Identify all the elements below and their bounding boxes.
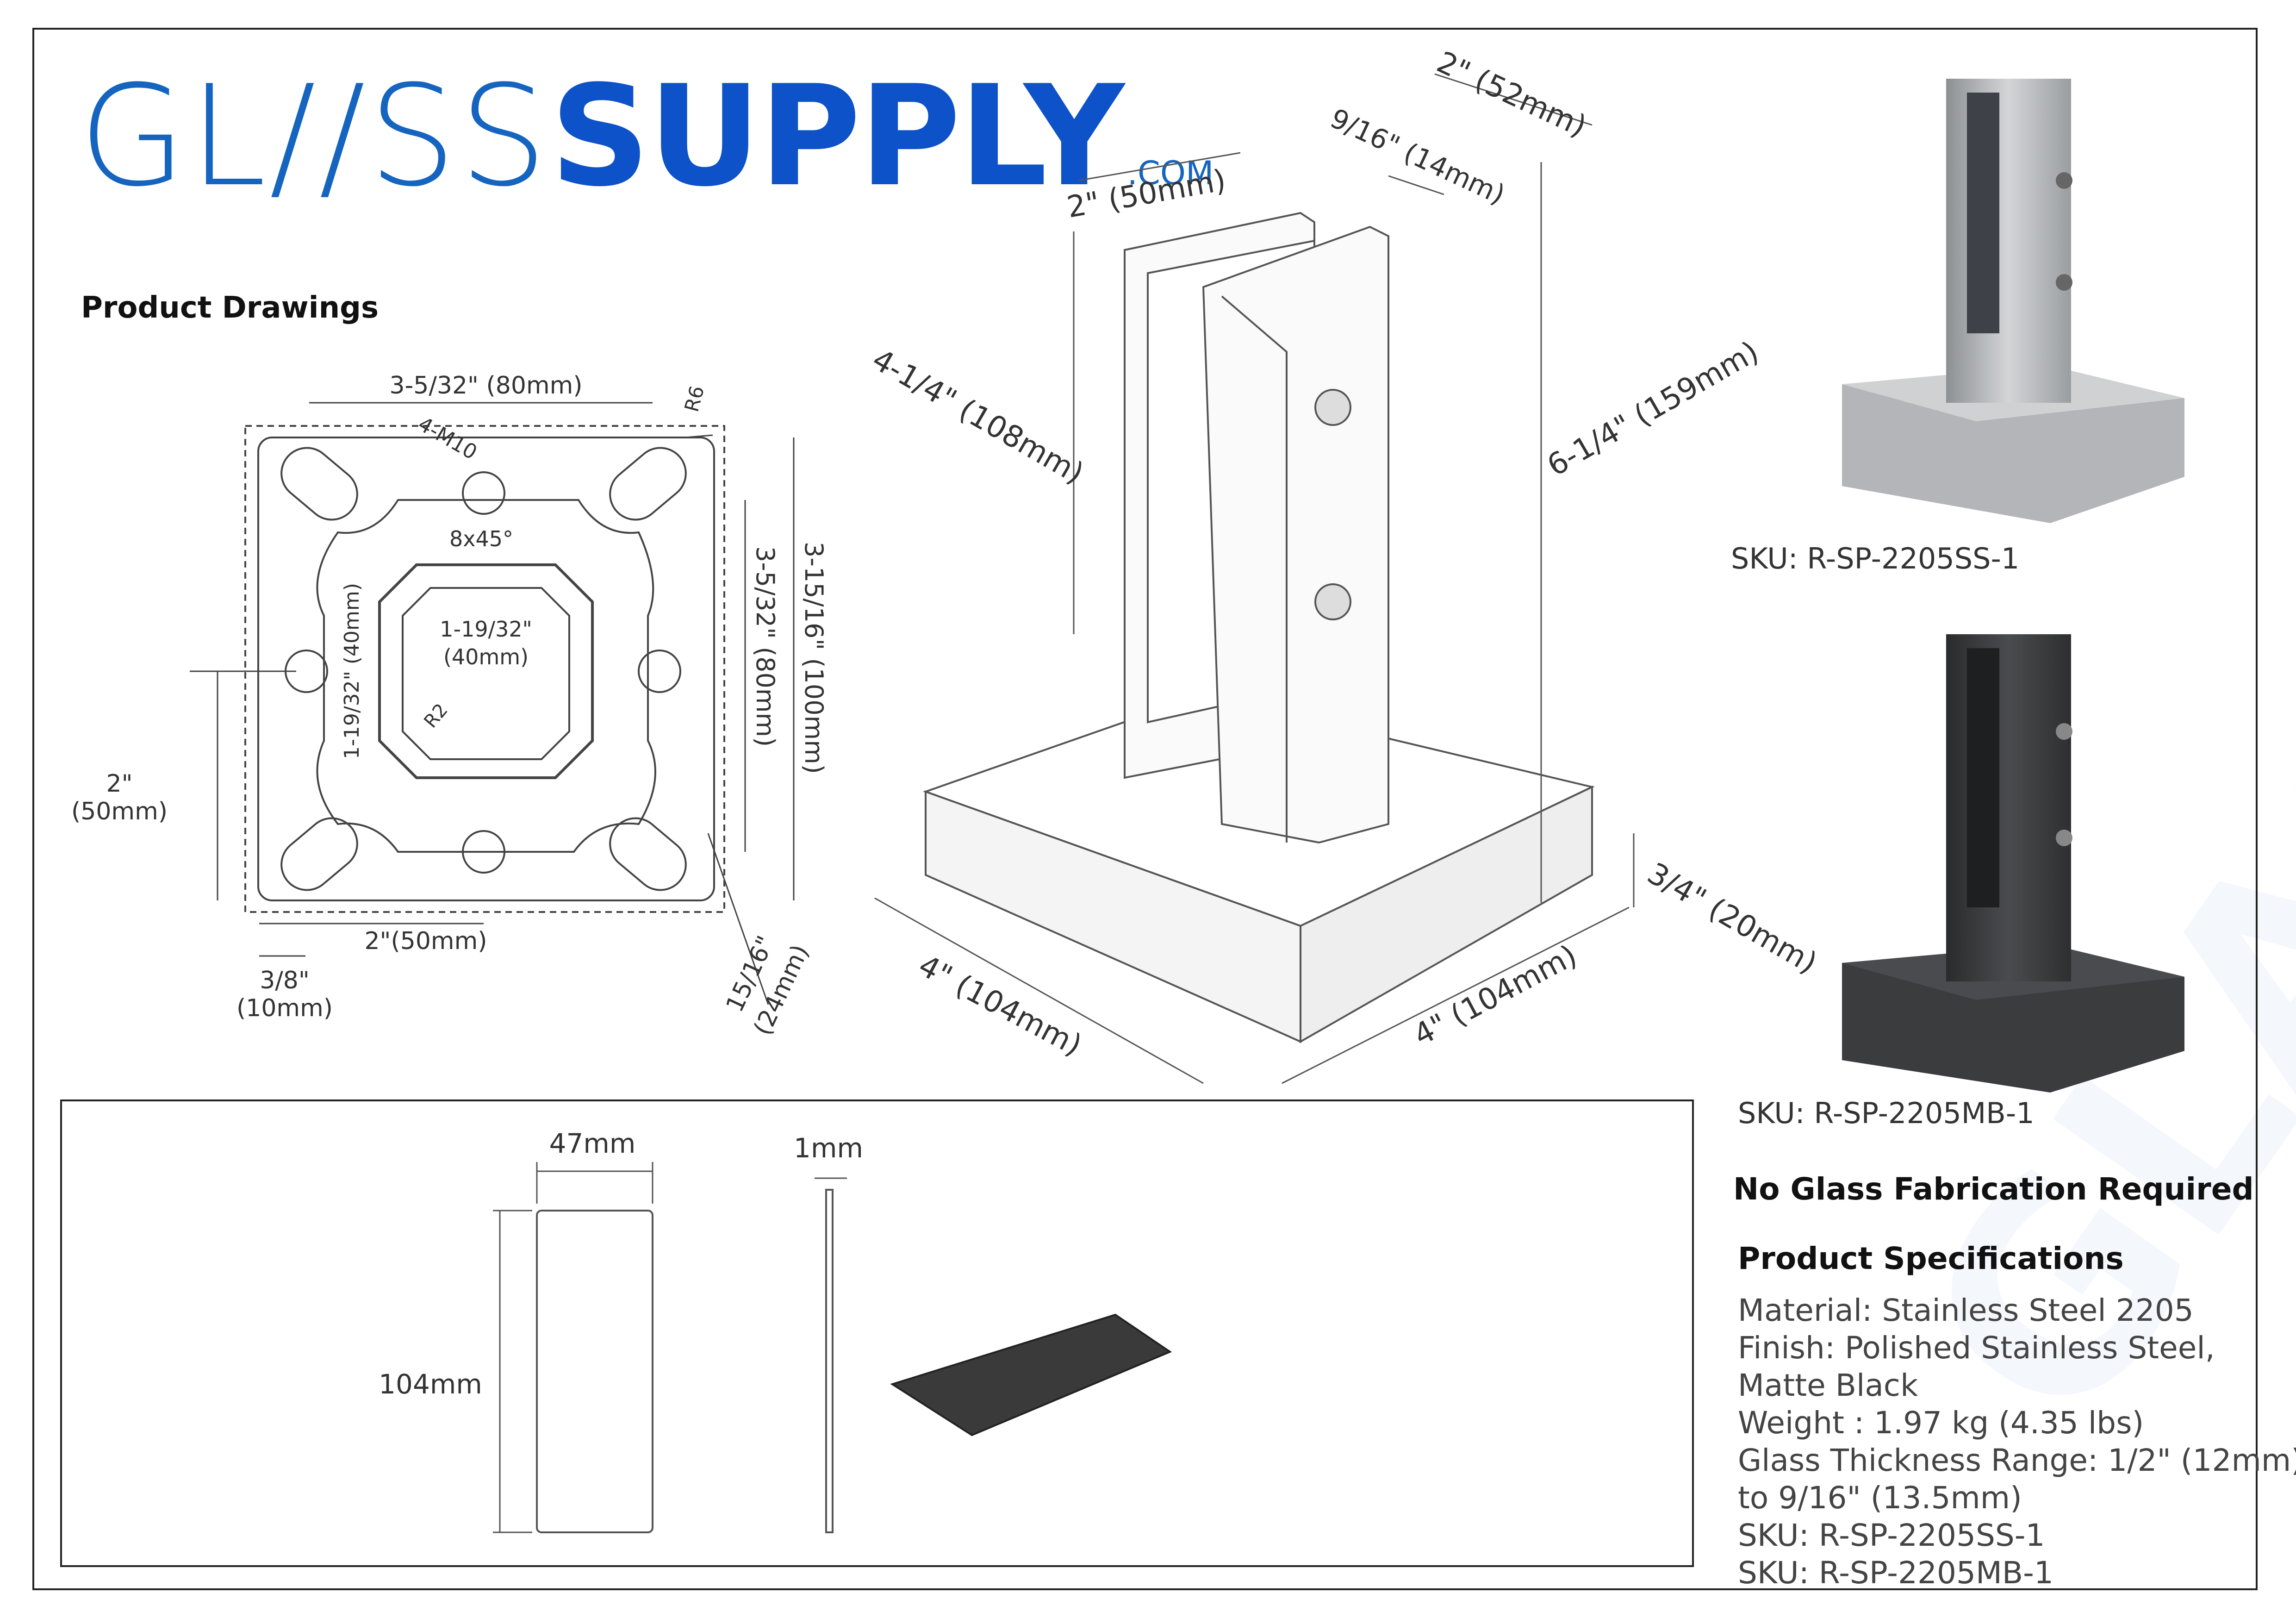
sku-mb-label: SKU: R-SP-2205MB-1 xyxy=(1738,1096,2035,1130)
ss-glass-slot xyxy=(1967,93,1999,333)
gasket-height-label: 104mm xyxy=(379,1368,482,1400)
gasket-width-label: 47mm xyxy=(549,1128,636,1159)
isometric-view xyxy=(874,73,1635,1084)
logo-thin-text: GL//SS xyxy=(79,56,550,217)
iso-clamp-front xyxy=(1202,225,1389,844)
gasket-drawings xyxy=(493,1162,1172,1533)
dim-left-2-mm: (50mm) xyxy=(71,798,168,825)
specifications-list: Material: Stainless Steel 2205 Finish: P… xyxy=(1738,1292,2296,1592)
spec-finish: Finish: Polished Stainless Steel, xyxy=(1738,1330,2215,1366)
ss-clamp xyxy=(1946,79,2071,403)
spec-sku-ss: SKU: R-SP-2205SS-1 xyxy=(1738,1518,2045,1553)
dim-r2: R2 xyxy=(420,700,452,732)
spec-glass-thickness: Glass Thickness Range: 1/2" (12mm) xyxy=(1738,1443,2296,1478)
mb-bolt-bottom xyxy=(2056,830,2072,846)
ss-bolt-bottom xyxy=(2056,274,2072,291)
mb-glass-slot xyxy=(1967,648,1999,907)
dim-right-inner: 3-5/32" (80mm) xyxy=(751,546,780,747)
mb-bolt-top xyxy=(2056,723,2072,740)
dim-inner-w: 1-19/32" xyxy=(440,617,532,642)
page-frame xyxy=(32,28,2258,1590)
iso-bolt-top xyxy=(1314,389,1351,426)
dim-edge-mm: (10mm) xyxy=(236,994,333,1022)
iso-bolt-bottom xyxy=(1314,583,1351,620)
plan-slot-bl xyxy=(280,817,358,891)
dim-inner-w-mm: (40mm) xyxy=(443,644,529,669)
logo-bold-text: SUPPLY xyxy=(550,56,1125,217)
plan-hole-bottom xyxy=(462,830,505,874)
plan-base-outline xyxy=(257,437,715,901)
dim-iso-gap: 9/16" (14mm) xyxy=(1325,102,1510,211)
plan-octagon-outer xyxy=(378,563,594,779)
spec-sku-mb: SKU: R-SP-2205MB-1 xyxy=(1738,1555,2053,1591)
dim-iso-base-h: 3/4" (20mm) xyxy=(1642,856,1823,981)
plan-hole-top xyxy=(462,471,505,515)
dim-bottom-2: 2"(50mm) xyxy=(364,927,487,955)
product-specifications-heading: Product Specifications xyxy=(1738,1241,2124,1276)
dim-iso-depth: 2" (52mm) xyxy=(1431,45,1591,144)
dim-chamfer: 8x45° xyxy=(449,526,513,551)
gasket-edge xyxy=(825,1189,834,1533)
gasket-face xyxy=(536,1210,653,1533)
spec-weight: Weight : 1.97 kg (4.35 lbs) xyxy=(1738,1405,2144,1441)
mb-clamp xyxy=(1946,634,2071,981)
product-drawings-heading: Product Drawings xyxy=(81,291,379,325)
gasket-labels: 47mm 1mm 104mm xyxy=(379,1128,863,1400)
brand-logo[interactable]: GL//SSSUPPLY.COM xyxy=(79,56,1213,217)
plan-slot-tl xyxy=(280,447,358,521)
plan-view xyxy=(190,402,795,1005)
dim-left-2: 2" xyxy=(106,770,132,798)
gasket-drawing-box xyxy=(60,1099,1694,1567)
spec-finish-cont: Matte Black xyxy=(1738,1368,1918,1403)
spec-glass-thickness-cont: to 9/16" (13.5mm) xyxy=(1738,1480,2022,1516)
plan-slot-br xyxy=(609,817,687,891)
dim-iso-total-h: 6-1/4" (159mm) xyxy=(1542,335,1765,483)
plan-tube-outline xyxy=(316,499,656,853)
dim-iso-base-l: 4" (104mm) xyxy=(913,949,1087,1063)
dim-iso-clamp-h: 4-1/4" (108mm) xyxy=(866,343,1089,491)
dim-holes: 4-M10 xyxy=(414,412,481,464)
iso-base-side xyxy=(1300,785,1593,1043)
sku-ss-label: SKU: R-SP-2205SS-1 xyxy=(1731,542,2020,575)
plan-outer-dashed xyxy=(244,425,725,913)
dim-iso-top: 2" (50mm) xyxy=(1064,163,1228,225)
gasket-thick-label: 1mm xyxy=(794,1132,863,1164)
product-render-ss[interactable] xyxy=(1842,79,2184,523)
ss-bolt-top xyxy=(2056,172,2072,189)
spec-material: Material: Stainless Steel 2205 xyxy=(1738,1293,2194,1328)
dim-inner-h: 1-19/32" (40mm) xyxy=(340,583,364,759)
dim-top-width: 3-5/32" (80mm) xyxy=(389,372,582,400)
product-render-mb[interactable] xyxy=(1842,634,2184,1093)
plan-hole-right xyxy=(638,650,681,693)
dim-r6: R6 xyxy=(680,383,709,414)
iso-clamp-edge xyxy=(1221,295,1288,843)
gasket-3d xyxy=(890,1313,1172,1437)
dim-edge: 3/8" xyxy=(260,967,310,994)
no-fabrication-heading: No Glass Fabrication Required xyxy=(1733,1171,2254,1207)
plan-octagon-inner xyxy=(402,587,570,760)
dim-right-outer: 3-15/16" (100mm) xyxy=(799,542,828,774)
plan-slot-tr xyxy=(609,447,687,521)
